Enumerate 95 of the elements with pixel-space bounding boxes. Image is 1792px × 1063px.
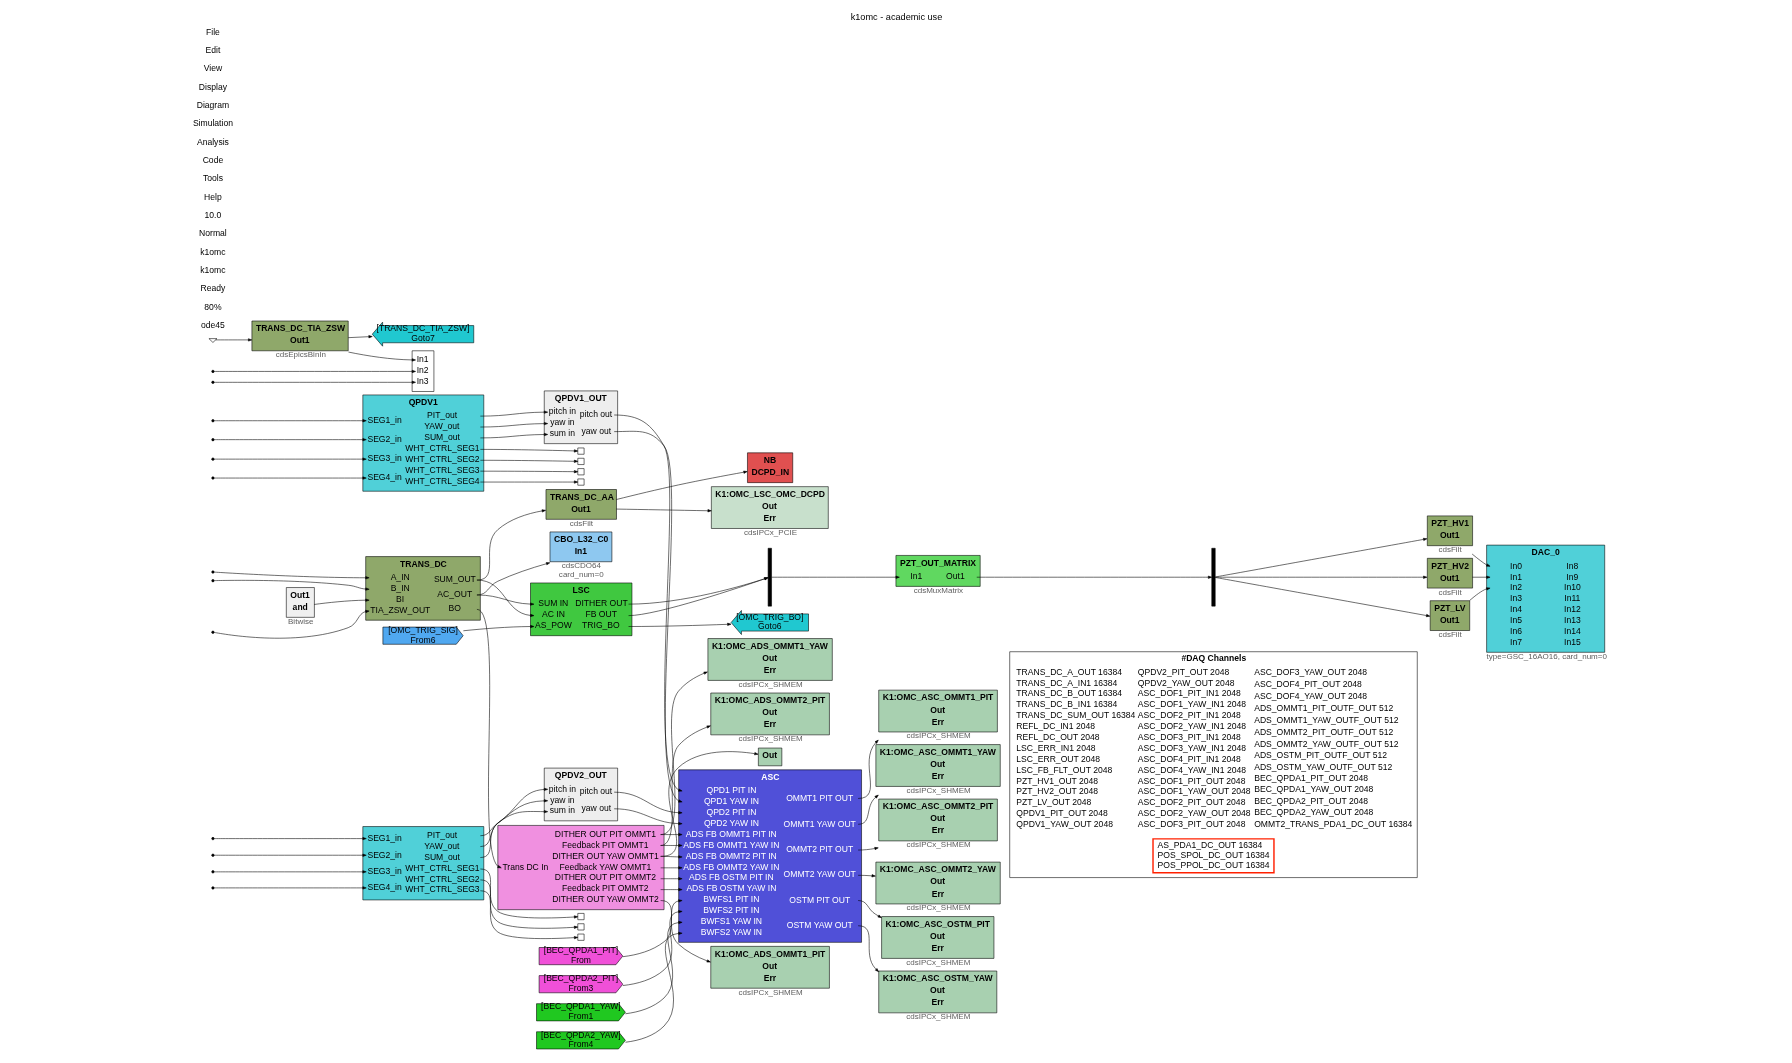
node-terminator [577, 447, 584, 455]
arrow [613, 808, 682, 826]
arrow [615, 470, 747, 500]
arrow [213, 837, 367, 841]
arrow [622, 899, 682, 957]
label: k1omc [199, 265, 226, 276]
arrow [975, 575, 1212, 579]
node-box: AS_PDA1_DC_OUT 16384 POS_SPOL_DC_OUT 16384 POS_PPOL_DC_OUT 16384 [1151, 838, 1275, 874]
arrow [659, 725, 711, 846]
label: Simulation [192, 118, 233, 129]
label: Diagram [196, 100, 229, 111]
node-bar [767, 548, 772, 607]
arrow [659, 900, 711, 963]
arrow [213, 369, 416, 373]
arrow [479, 470, 578, 474]
arrow [213, 457, 367, 461]
arrow [479, 810, 548, 858]
label: ode45 [200, 320, 225, 331]
label: 10.0 [204, 210, 221, 221]
arrow [1214, 537, 1427, 578]
arrow [1468, 587, 1490, 601]
arrow [479, 879, 578, 929]
label: Code [202, 155, 223, 166]
arrow [213, 853, 367, 857]
label: View [203, 63, 222, 74]
arrow [462, 625, 534, 632]
arrow [347, 335, 373, 339]
arrow [615, 508, 712, 513]
label: File [205, 26, 220, 37]
arrow [613, 791, 682, 815]
arrow [659, 751, 758, 857]
arrow [479, 799, 548, 847]
diagram-title: k1omc - academic use [850, 12, 942, 23]
arrow [213, 580, 369, 591]
arrow [857, 847, 879, 851]
node-ground [208, 338, 217, 343]
arrow [857, 739, 879, 799]
node-terminator [577, 458, 584, 465]
arrow [857, 925, 879, 972]
arrow [627, 577, 768, 605]
arrow [857, 900, 882, 918]
arrow [1471, 575, 1490, 579]
arrow [479, 459, 578, 463]
label: Display [198, 81, 227, 92]
arrow [1214, 577, 1430, 618]
label: 80% [203, 301, 222, 312]
arrow [476, 509, 546, 581]
arrow [479, 410, 548, 417]
arrow [622, 910, 682, 986]
arrow [857, 794, 879, 825]
label: Ready [200, 283, 225, 294]
node-terminator [577, 913, 584, 920]
arrow [313, 598, 369, 605]
arrow [479, 422, 548, 428]
arrow [214, 338, 252, 342]
node-bar [1211, 548, 1215, 607]
label: Edit [205, 45, 220, 56]
arrow [1471, 553, 1490, 567]
arrow [213, 438, 367, 442]
label: k1omc [199, 246, 226, 257]
arrow [479, 449, 578, 453]
arrow [627, 577, 768, 616]
arrow [659, 866, 682, 870]
label: Analysis [196, 136, 229, 147]
arrow [770, 575, 900, 579]
arrow [659, 888, 682, 892]
arrow [476, 579, 534, 617]
arrow [213, 476, 367, 480]
node-terminator [577, 923, 584, 931]
arrow [479, 868, 578, 919]
arrow [627, 622, 731, 627]
arrow [476, 609, 502, 869]
arrow [659, 671, 708, 835]
label: Tools [202, 173, 223, 184]
arrow [857, 874, 876, 878]
arrow [479, 890, 578, 940]
arrow [213, 870, 367, 874]
arrow [213, 571, 369, 580]
arrow [347, 351, 416, 362]
node-terminator [577, 478, 584, 486]
arrow [479, 480, 578, 484]
arrow [213, 886, 367, 890]
arrow [213, 609, 369, 639]
arrow [213, 419, 367, 423]
arrow [624, 931, 682, 1043]
label: Normal [198, 228, 227, 239]
node-terminator [577, 933, 584, 941]
node-terminator [577, 468, 584, 476]
arrow [624, 921, 682, 1015]
arrow [659, 877, 682, 881]
arrow [476, 594, 534, 606]
label: Help [203, 191, 222, 202]
arrow [479, 433, 548, 439]
arrow [213, 380, 416, 384]
arrow [479, 787, 548, 836]
